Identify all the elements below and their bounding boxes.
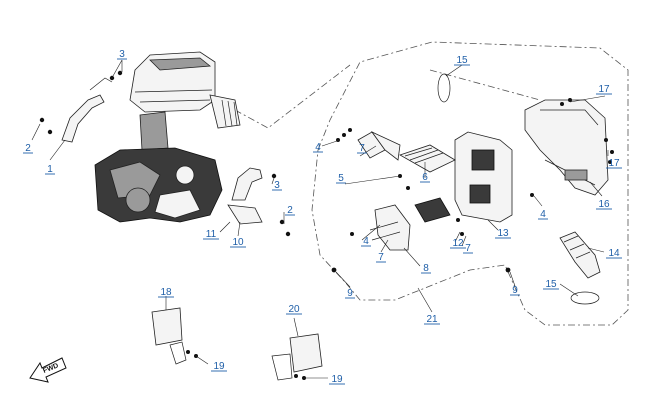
callout-11[interactable]: 11 <box>206 229 217 240</box>
mud-flap-20 <box>271 333 323 381</box>
callout-13[interactable]: 13 <box>497 228 509 239</box>
callout-14[interactable]: 14 <box>608 248 620 259</box>
airbox-fasteners <box>331 98 614 273</box>
intake-link-line <box>234 64 351 129</box>
airbox-assembly <box>357 73 609 305</box>
callout-2a[interactable]: 2 <box>25 143 31 154</box>
callout-1[interactable]: 1 <box>47 164 53 175</box>
callout-4c[interactable]: 4 <box>363 236 369 247</box>
callout-16[interactable]: 16 <box>598 199 610 210</box>
callout-3a[interactable]: 3 <box>119 49 125 60</box>
callout-8[interactable]: 8 <box>423 263 429 274</box>
callout-15a[interactable]: 15 <box>456 55 468 66</box>
callout-17b[interactable]: 17 <box>608 158 620 169</box>
leader-lines <box>31 59 609 379</box>
callout-5[interactable]: 5 <box>338 173 344 184</box>
callout-19b[interactable]: 19 <box>331 374 343 385</box>
callout-17a[interactable]: 17 <box>598 84 610 95</box>
callout-19a[interactable]: 19 <box>213 361 225 372</box>
callout-4a[interactable]: 4 <box>315 142 321 153</box>
callout-9a[interactable]: 9 <box>347 288 353 299</box>
callout-21[interactable]: 21 <box>426 314 438 325</box>
callout-2b[interactable]: 2 <box>287 205 293 216</box>
engine-fasteners <box>39 70 291 237</box>
callout-18[interactable]: 18 <box>160 287 172 298</box>
callout-7a[interactable]: 7 <box>359 143 365 154</box>
callout-12[interactable]: 12 <box>452 238 464 249</box>
mud-flap-18 <box>151 307 198 365</box>
airbox-link-line <box>429 69 541 101</box>
callout-3b[interactable]: 3 <box>274 180 280 191</box>
callout-4b[interactable]: 4 <box>540 209 546 220</box>
engine-assembly <box>61 51 263 225</box>
callout-labels: 3 2 1 15 17 17 4 7 5 6 16 4 3 2 11 10 4 … <box>23 49 622 385</box>
callout-7c[interactable]: 7 <box>465 243 471 254</box>
callout-20[interactable]: 20 <box>288 304 300 315</box>
callout-10[interactable]: 10 <box>232 237 244 248</box>
callout-9b[interactable]: 9 <box>512 285 518 296</box>
callout-7b[interactable]: 7 <box>378 252 384 263</box>
callout-15b[interactable]: 15 <box>545 279 557 290</box>
fwd-arrow-icon: FWD <box>29 357 67 383</box>
callout-6[interactable]: 6 <box>422 172 428 183</box>
